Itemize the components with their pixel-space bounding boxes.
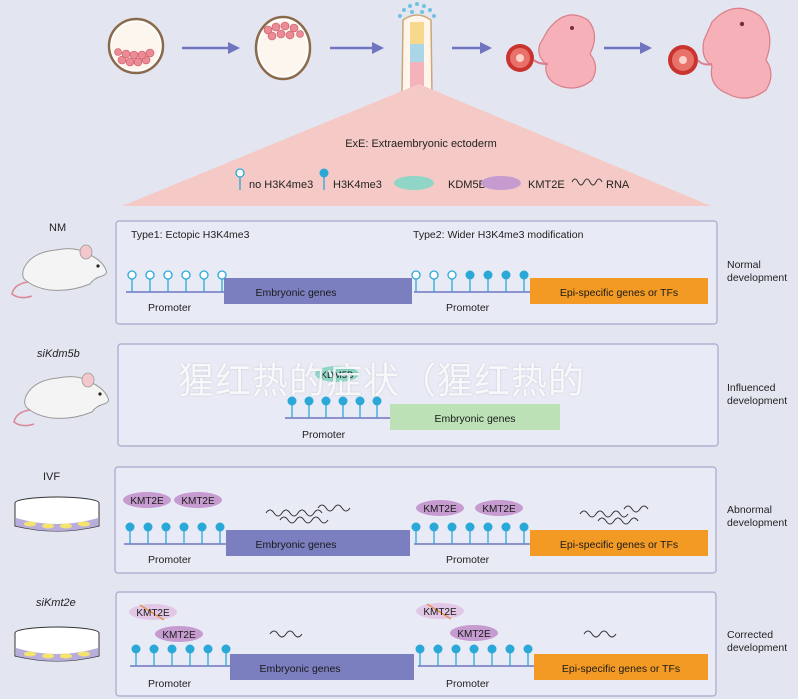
kdm5b-shape-icon — [394, 176, 434, 190]
outcome-label: Abnormal — [727, 504, 772, 516]
panel-nm: NM Type1: Ectopic H3K4me3 Type2: Wider H… — [11, 220, 787, 325]
kmt2e-label: KMT2E — [130, 496, 164, 507]
legend-kdm5b: KDM5B — [448, 179, 486, 191]
panel-sikdm5b: siKdm5b KDM5B Promoter Embryonic genes I… — [13, 343, 787, 447]
condition-label: siKdm5b — [37, 348, 80, 360]
epi-genes-label: Epi-specific genes or TFs — [560, 539, 678, 551]
outcome-label: development — [727, 395, 787, 407]
promoter-label: Promoter — [302, 429, 346, 441]
kmt2e-knockdown-icon — [129, 603, 464, 621]
arrow-icon — [452, 42, 492, 54]
embryonic-genes-label: Embryonic genes — [434, 413, 515, 425]
promoter-label: Promoter — [148, 554, 192, 566]
kdm5b-label: KDM5B — [321, 370, 354, 381]
epi-genes-label: Epi-specific genes or TFs — [562, 663, 680, 675]
kmt2e-shape-icon — [123, 492, 523, 516]
development-timeline — [107, 2, 772, 105]
panel-frame — [114, 466, 717, 574]
type2-label: Type2: Wider H3K4me3 modification — [413, 229, 584, 241]
rna-squiggle-icon — [265, 504, 649, 525]
condition-label: NM — [49, 222, 66, 234]
epi-genes-label: Epi-specific genes or TFs — [560, 287, 678, 299]
legend: no H3K4me3 H3K4me3 KDM5B KMT2E RNA — [235, 168, 630, 191]
condition-label: IVF — [43, 471, 60, 483]
kmt2e-shape-icon — [155, 625, 498, 642]
arrow-icon — [604, 42, 652, 54]
kmt2e-label: KMT2E — [423, 607, 457, 618]
embryonic-genes-box — [230, 654, 414, 680]
outcome-label: development — [727, 642, 787, 654]
arrow-icon — [330, 42, 384, 54]
epi-genes-box — [534, 654, 708, 680]
rna-squiggle-icon — [269, 630, 617, 638]
outcome-label: Corrected — [727, 629, 773, 641]
promoter-label: Promoter — [446, 554, 490, 566]
panel-frame — [117, 343, 719, 447]
promoter-label: Promoter — [446, 678, 490, 690]
kmt2e-label: KMT2E — [181, 496, 215, 507]
condition-label: siKmt2e — [36, 597, 76, 609]
embryonic-genes-box — [390, 404, 560, 430]
arrow-icon — [182, 42, 240, 54]
promoter-label: Promoter — [148, 302, 192, 314]
legend-no-h3k4me3: no H3K4me3 — [249, 179, 313, 191]
blastocyst-stage-1-icon — [107, 17, 165, 75]
embryonic-genes-box — [224, 278, 412, 304]
embryonic-genes-box — [226, 530, 410, 556]
legend-h3k4me3: H3K4me3 — [333, 179, 382, 191]
kmt2e-label: KMT2E — [482, 504, 516, 515]
outcome-label: development — [727, 517, 787, 529]
rna-squiggle-icon — [571, 178, 603, 186]
outcome-label: development — [727, 272, 787, 284]
kdm5b-shape-icon — [315, 366, 359, 382]
blastocyst-stage-2-icon — [254, 15, 312, 81]
epi-genes-box — [530, 530, 708, 556]
embryonic-genes-label: Embryonic genes — [259, 663, 340, 675]
panel-ivf: IVF KMT2E KMT2E KMT2E KMT2E — [14, 466, 787, 574]
mouse-icon — [11, 244, 107, 299]
kmt2e-label: KMT2E — [457, 629, 491, 640]
mouse-icon — [13, 372, 109, 427]
kmt2e-label: KMT2E — [423, 504, 457, 515]
exe-label: ExE: Extraembryonic ectoderm — [345, 138, 497, 150]
embryonic-genes-label: Embryonic genes — [255, 287, 336, 299]
type1-label: Type1: Ectopic H3K4me3 — [131, 229, 250, 241]
kmt2e-label: KMT2E — [136, 608, 170, 619]
kmt2e-shape-icon — [481, 176, 521, 190]
outcome-label: Influenced — [727, 382, 776, 394]
panel-sikmt2e: siKmt2e KMT2E KMT2E KMT2E KMT2E — [14, 591, 787, 697]
promoter-label: Promoter — [148, 678, 192, 690]
embryonic-genes-label: Embryonic genes — [255, 539, 336, 551]
culture-dish-icon — [14, 496, 100, 532]
fetus-with-placenta-icon — [668, 7, 772, 99]
kmt2e-label: KMT2E — [162, 630, 196, 641]
outcome-label: Normal — [727, 259, 761, 271]
culture-dish-icon — [14, 626, 100, 662]
panel-frame — [115, 591, 717, 697]
embryo-with-placenta-icon — [506, 14, 597, 89]
exe-triangle — [122, 84, 711, 206]
epi-genes-box — [530, 278, 708, 304]
promoter-label: Promoter — [446, 302, 490, 314]
legend-rna: RNA — [606, 179, 630, 191]
legend-kmt2e: KMT2E — [528, 179, 565, 191]
